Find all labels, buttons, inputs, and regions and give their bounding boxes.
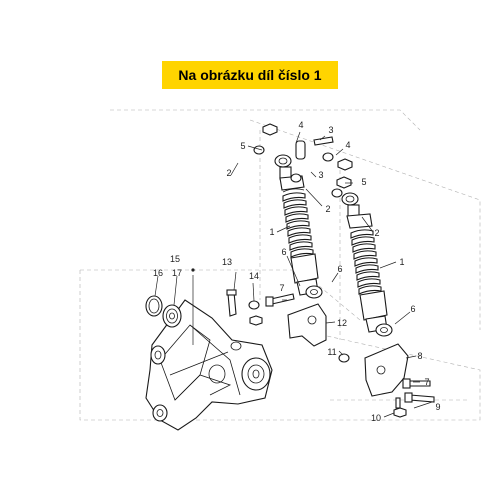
callout-6: 6: [281, 247, 286, 257]
top-hardware: [253, 123, 353, 198]
washer-14: [248, 300, 260, 310]
bracket-12: [287, 303, 327, 347]
washer-top-right: [322, 152, 334, 162]
callout-6: 6: [337, 264, 342, 274]
washer-11: [338, 353, 350, 363]
callout-5: 5: [240, 141, 245, 151]
callout-6: 6: [410, 304, 415, 314]
nut-top-left: [262, 123, 278, 136]
callout-2: 2: [374, 228, 379, 238]
callout-5: 5: [361, 177, 366, 187]
bracket-8-hole: [376, 365, 386, 375]
banner-text: Na obrázku díl číslo 1: [178, 67, 322, 83]
bolt-9: [404, 392, 435, 403]
callout-16: 16: [153, 268, 163, 278]
callout-13: 13: [222, 257, 232, 267]
callout-8: 8: [417, 351, 422, 361]
callout-7: 7: [279, 283, 284, 293]
bracket-8: [364, 343, 409, 397]
leader-lines: [154, 131, 433, 418]
callout-3: 3: [328, 125, 333, 135]
callout-12: 12: [337, 318, 347, 328]
washer-right: [331, 188, 343, 198]
callout-4: 4: [345, 140, 350, 150]
spring-right: [350, 229, 382, 295]
circlip: [145, 295, 163, 317]
bearing: [162, 304, 182, 328]
callout-1: 1: [399, 257, 404, 267]
callout-17: 17: [172, 268, 182, 278]
nut-top-right: [337, 158, 353, 171]
callout-7: 7: [424, 377, 429, 387]
bracket-12-hole: [307, 315, 317, 325]
callout-1: 1: [269, 227, 274, 237]
callout-11: 11: [327, 347, 336, 357]
washer-mid: [290, 173, 302, 183]
engine-bracket: [145, 299, 273, 431]
bolt-13: [226, 289, 237, 317]
nut-10: [393, 407, 407, 418]
bushing-top: [295, 140, 306, 160]
callout-14: 14: [249, 271, 259, 281]
bolt-7-left: [265, 293, 295, 307]
part-number-banner: Na obrázku díl číslo 1: [162, 61, 338, 89]
nut-right-shock: [336, 176, 352, 189]
callout-2: 2: [226, 168, 231, 178]
washer-left: [253, 145, 265, 155]
callout-2: 2: [325, 204, 330, 214]
bolt-top: [313, 136, 334, 146]
shock-absorber-right: [341, 192, 393, 337]
callout-9: 9: [435, 402, 440, 412]
nut-14: [249, 315, 263, 326]
callout-3: 3: [318, 170, 323, 180]
stud-10: [395, 397, 401, 409]
spring-left: [282, 188, 314, 258]
callout-15: 15: [170, 254, 180, 264]
callout-4: 4: [298, 120, 303, 130]
reference-dot: [191, 268, 195, 272]
callout-10: 10: [371, 413, 381, 423]
